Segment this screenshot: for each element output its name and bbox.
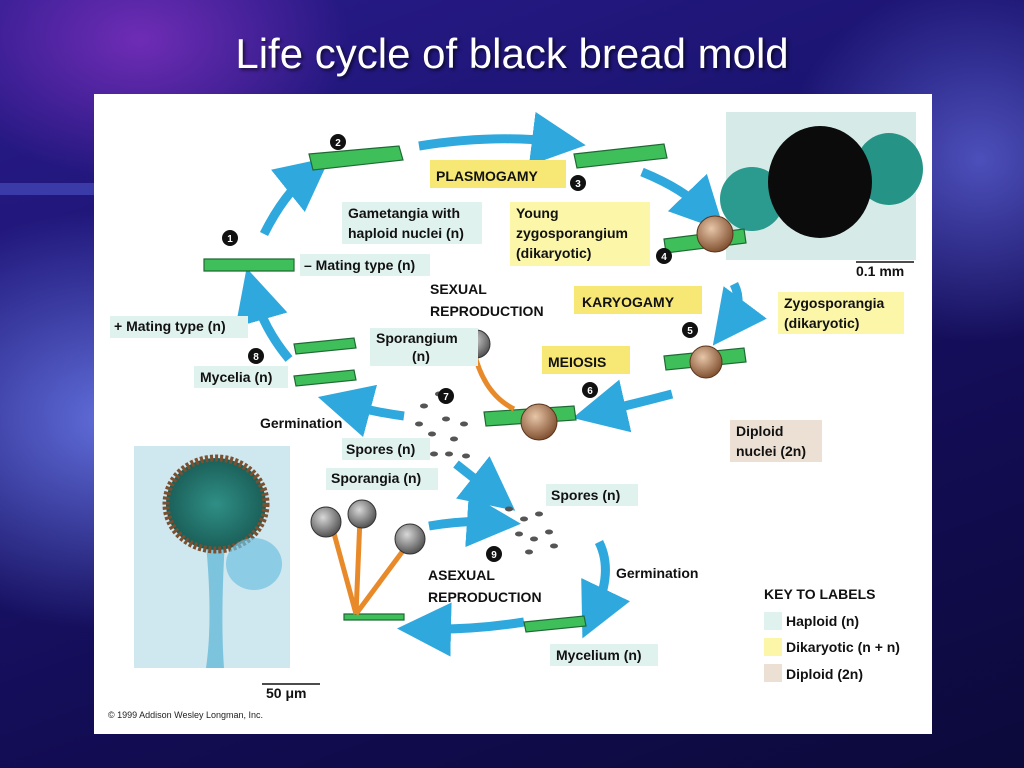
germination-bottom-label: Germination xyxy=(616,565,698,581)
key-title: KEY TO LABELS xyxy=(764,586,876,602)
copyright: © 1999 Addison Wesley Longman, Inc. xyxy=(108,710,263,720)
process-headings: PLASMOGAMY KARYOGAMY MEIOSIS SEXUAL REPR… xyxy=(428,160,702,605)
key-label-haploid: Haploid (n) xyxy=(786,613,859,629)
step-5: 5 xyxy=(687,326,693,337)
step-6: 6 xyxy=(587,386,593,397)
step-8: 8 xyxy=(253,352,259,363)
sporangium-label-line2: (n) xyxy=(412,348,430,364)
key-swatch-diploid xyxy=(764,664,782,682)
plus-mating-label: + Mating type (n) xyxy=(114,318,226,334)
asexual-heading-line1: ASEXUAL xyxy=(428,567,495,583)
diploid-label-line1: Diploid xyxy=(736,423,783,439)
zygosporangia-label-line2: (dikaryotic) xyxy=(784,315,859,331)
meiosis-heading: MEIOSIS xyxy=(548,354,606,370)
step-9: 9 xyxy=(491,550,497,561)
spores-right-label: Spores (n) xyxy=(551,487,620,503)
minus-mating-label: – Mating type (n) xyxy=(304,257,415,273)
slide-title: Life cycle of black bread mold xyxy=(235,30,789,77)
plasmogamy-heading: PLASMOGAMY xyxy=(436,168,539,184)
spores-left-label: Spores (n) xyxy=(346,441,415,457)
germination-top-label: Germination xyxy=(260,415,342,431)
gametangia-label-line2: haploid nuclei (n) xyxy=(348,225,464,241)
scale-bottom-label: 50 μm xyxy=(266,685,306,701)
gametangia-label-line1: Gametangia with xyxy=(348,205,460,221)
step-badges: 2 1 3 4 5 6 7 8 9 xyxy=(222,134,698,562)
scale-top-label: 0.1 mm xyxy=(856,263,904,279)
label-boxes: Gametangia with haploid nuclei (n) Young… xyxy=(110,202,904,666)
key-swatch-dikaryotic xyxy=(764,638,782,656)
key-swatch-haploid xyxy=(764,612,782,630)
sporangium-label-line1: Sporangium xyxy=(376,330,458,346)
decor-bar xyxy=(0,183,94,195)
diagram-panel: 2 1 3 4 5 6 7 8 9 Gametangia with haploi… xyxy=(94,94,932,734)
young-label-line2: zygosporangium xyxy=(516,225,628,241)
zygosporangium-drawings xyxy=(520,215,734,441)
cycle-arrows xyxy=(235,111,767,657)
zygosporangia-label-line1: Zygosporangia xyxy=(784,295,885,311)
step-2: 2 xyxy=(335,138,341,149)
mycelia-label: Mycelia (n) xyxy=(200,369,272,385)
key-label-diploid: Diploid (2n) xyxy=(786,666,863,682)
key-to-labels: KEY TO LABELS Haploid (n) Dikaryotic (n … xyxy=(764,586,900,682)
key-label-dikaryotic: Dikaryotic (n + n) xyxy=(786,639,900,655)
young-label-line1: Young xyxy=(516,205,559,221)
step-7: 7 xyxy=(443,392,449,403)
step-3: 3 xyxy=(575,179,581,190)
sporangium-photo xyxy=(134,446,290,668)
diploid-label-line2: nuclei (2n) xyxy=(736,443,806,459)
young-label-line3: (dikaryotic) xyxy=(516,245,591,261)
mycelium-label: Mycelium (n) xyxy=(556,647,642,663)
life-cycle-diagram: 2 1 3 4 5 6 7 8 9 Gametangia with haploi… xyxy=(108,111,923,720)
sexual-heading-line2: REPRODUCTION xyxy=(430,303,544,319)
karyogamy-heading: KARYOGAMY xyxy=(582,294,675,310)
step-1: 1 xyxy=(227,234,233,245)
asexual-heading-line2: REPRODUCTION xyxy=(428,589,542,605)
zygosporangia-photo xyxy=(720,112,923,260)
step-4: 4 xyxy=(661,252,667,263)
sporangia-label: Sporangia (n) xyxy=(331,470,421,486)
sexual-heading-line1: SEXUAL xyxy=(430,281,487,297)
